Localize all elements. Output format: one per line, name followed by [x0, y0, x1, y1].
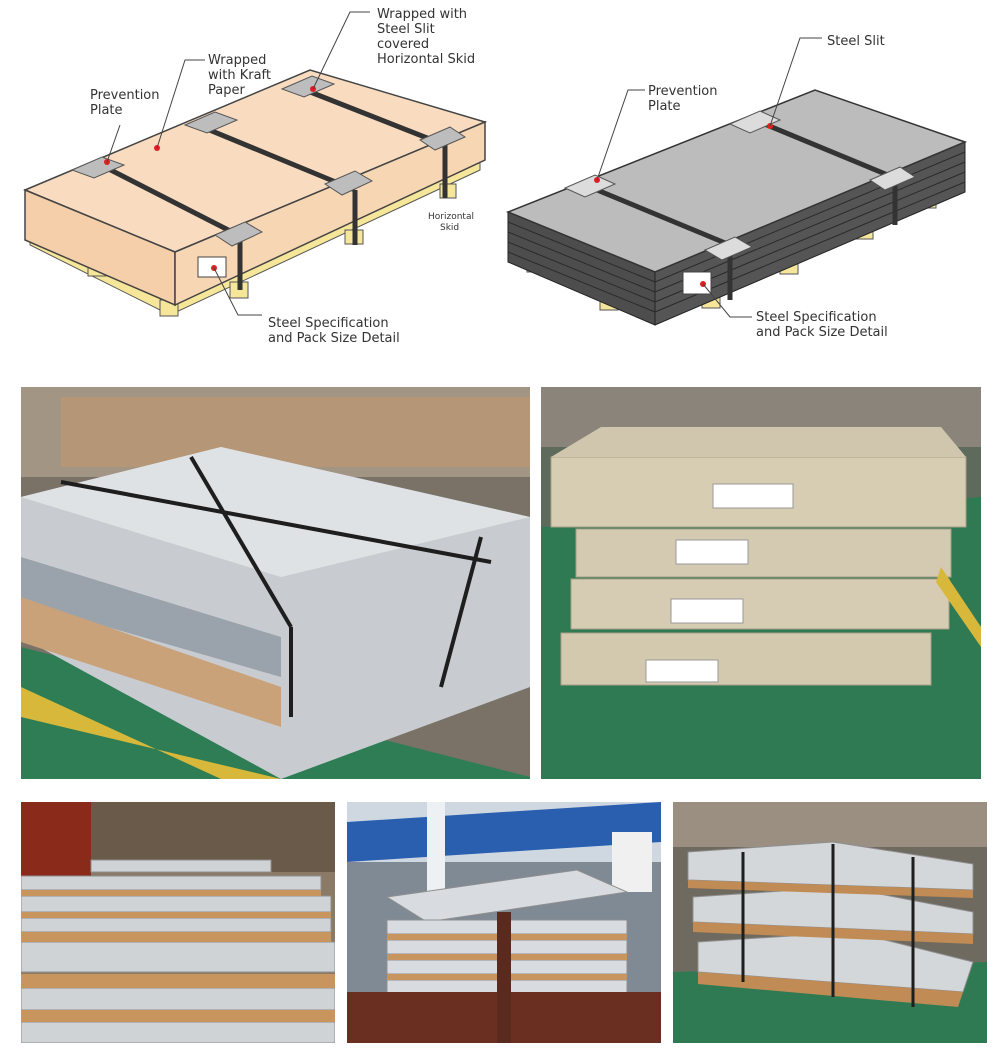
kraft-straps [93, 83, 448, 290]
label-steel-spec-left: Steel Specification and Pack Size Detail [268, 316, 400, 346]
kraft-pack-diagram: Wrapped with Steel Slit covered Horizont… [23, 7, 488, 346]
label-steel-spec-right: Steel Specification and Pack Size Detail [756, 310, 888, 340]
photo-crane-loading [347, 802, 661, 1043]
label-prevention-plate-right: Prevention Plate [648, 84, 722, 114]
photo-kraft-wrapped-stacks [541, 387, 981, 779]
photo-green-floor-stacks [673, 802, 987, 1043]
packing-diagrams: Wrapped with Steel Slit covered Horizont… [23, 7, 968, 346]
label-steel-slit: Steel Slit [827, 34, 885, 49]
label-wrapped-steel-slit: Wrapped with Steel Slit covered Horizont… [377, 7, 475, 67]
label-horizontal-skid: Horizontal Skid [428, 212, 477, 233]
steel-pack-diagram: Steel Slit Prevention Plate Steel Specif… [505, 34, 968, 340]
photo-strapped-steel-sheets [21, 387, 530, 779]
photo-warehouse-stacks-left [21, 802, 335, 1043]
label-wrapped-kraft: Wrapped with Kraft Paper [208, 53, 275, 98]
label-prevention-plate-left: Prevention Plate [90, 88, 164, 118]
